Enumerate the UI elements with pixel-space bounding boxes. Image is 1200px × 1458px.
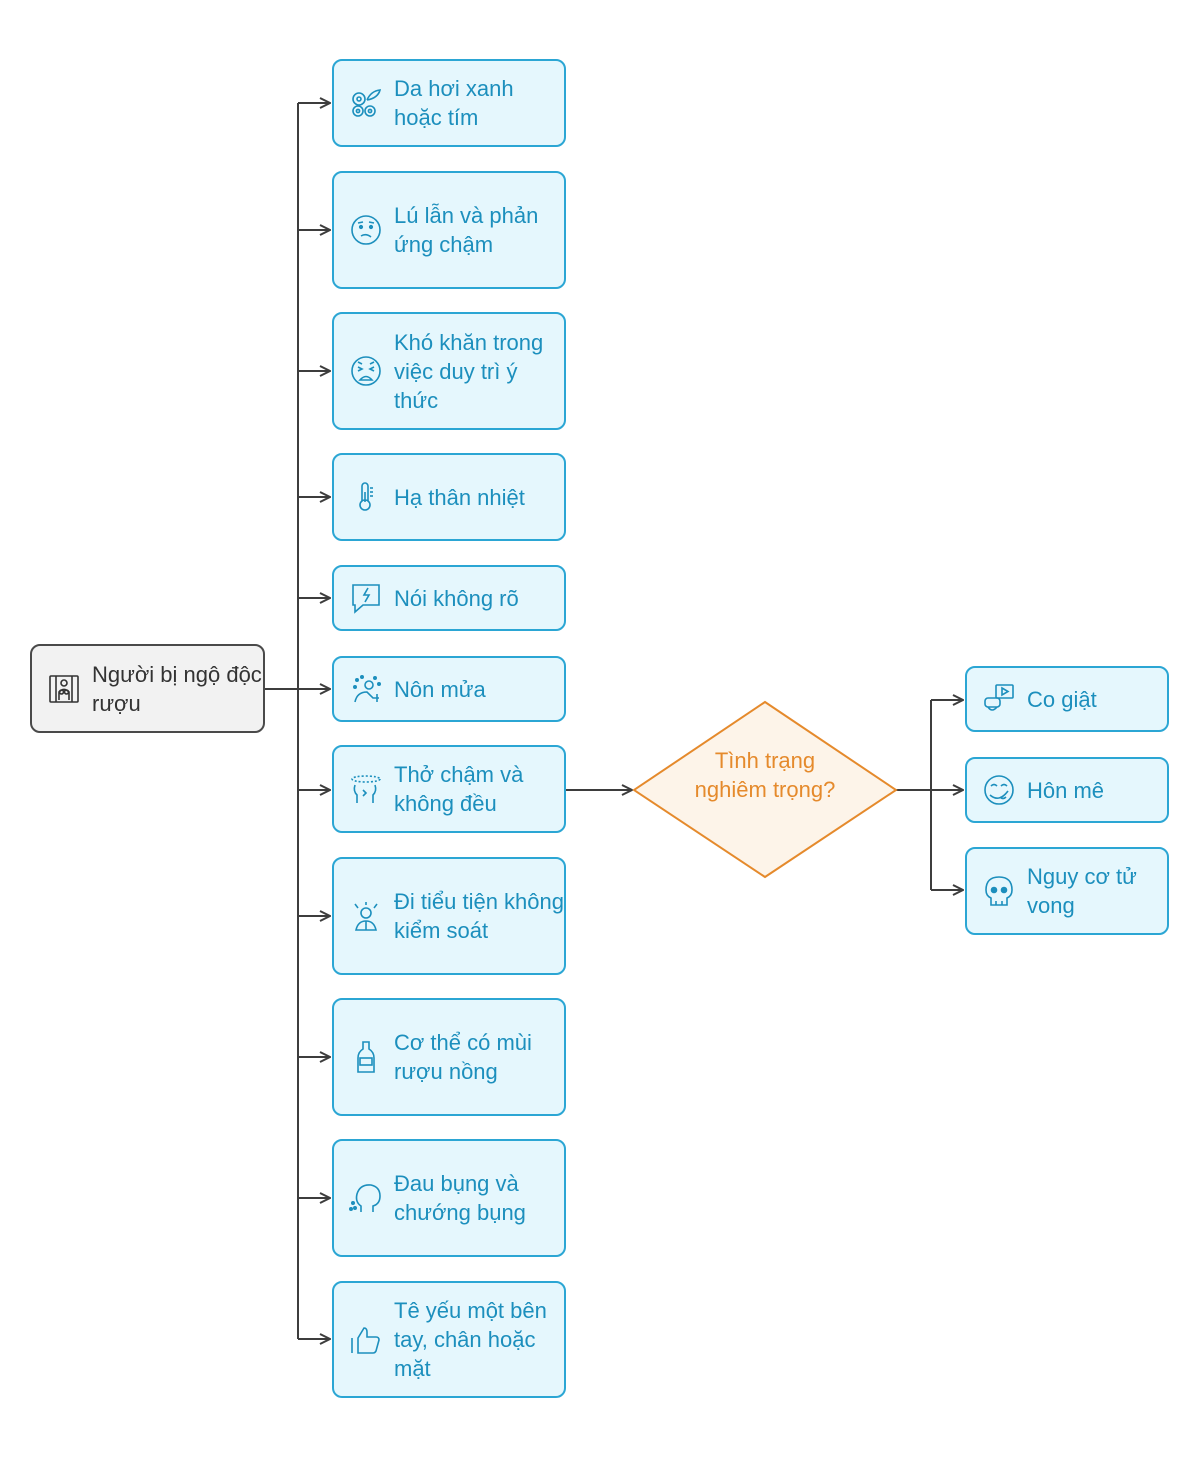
symptom-node: Nói không rõ (332, 565, 566, 631)
outcome-label: Nguy cơ tử vong (1027, 864, 1137, 918)
symptom-node: Nôn mửa (332, 656, 566, 722)
bottle-icon (348, 1039, 384, 1075)
dizzy-head-icon (348, 771, 384, 807)
sick-head-icon (348, 1180, 384, 1216)
symptom-label: Đi tiểu tiện không kiểm soát (394, 889, 564, 943)
symptom-node: Hạ thân nhiệt (332, 453, 566, 541)
symptom-node: Đau bụng và chướng bụng (332, 1139, 566, 1257)
stressed-person-icon (348, 898, 384, 934)
decision-label: Tình trạng nghiêm trọng? (694, 748, 836, 802)
symptom-node: Tê yếu một bên tay, chân hoặc mặt (332, 1281, 566, 1398)
vomiting-person-icon (348, 671, 384, 707)
vr-headset-icon (981, 681, 1017, 717)
outcome-label: Co giật (1027, 686, 1097, 712)
thermometer-icon (348, 479, 384, 515)
symptom-node: Khó khăn trong việc duy trì ý thức (332, 312, 566, 430)
skull-icon (981, 873, 1017, 909)
dizzy-face-icon (981, 772, 1017, 808)
symptom-label: Thở chậm và không đều (394, 762, 524, 816)
outcome-node: Hôn mê (965, 757, 1169, 823)
symptom-label: Khó khăn trong việc duy trì ý thức (394, 329, 544, 413)
tired-face-icon (348, 353, 384, 389)
outcome-node: Nguy cơ tử vong (965, 847, 1169, 935)
outcome-node: Co giật (965, 666, 1169, 732)
root-node: Người bị ngộ độc rượu (30, 644, 265, 733)
symptom-node: Da hơi xanh hoặc tím (332, 59, 566, 147)
symptom-node: Lú lẫn và phản ứng chậm (332, 171, 566, 289)
symptom-label: Lú lẫn và phản ứng chậm (394, 203, 539, 257)
confused-face-icon (348, 212, 384, 248)
thumbs-up-icon (348, 1322, 384, 1358)
decision-diamond (632, 700, 898, 879)
symptom-label: Tê yếu một bên tay, chân hoặc mặt (394, 1298, 547, 1381)
symptom-label: Hạ thân nhiệt (394, 484, 525, 510)
outcome-label: Hôn mê (1027, 777, 1105, 803)
symptom-node: Cơ thể có mùi rượu nồng (332, 998, 566, 1116)
symptom-node: Thở chậm và không đều (332, 745, 566, 833)
berries-icon (348, 85, 384, 121)
symptom-label: Nôn mửa (394, 676, 486, 702)
symptom-label: Cơ thể có mùi rượu nồng (394, 1030, 532, 1084)
symptom-label: Nói không rõ (394, 585, 519, 611)
root-label: Người bị ngộ độc rượu (92, 661, 262, 716)
symptom-node: Đi tiểu tiện không kiểm soát (332, 857, 566, 975)
prison-person-icon (46, 671, 82, 707)
symptom-label: Da hơi xanh hoặc tím (394, 76, 514, 130)
speech-bubble-icon (348, 580, 384, 616)
symptom-label: Đau bụng và chướng bụng (394, 1171, 526, 1225)
